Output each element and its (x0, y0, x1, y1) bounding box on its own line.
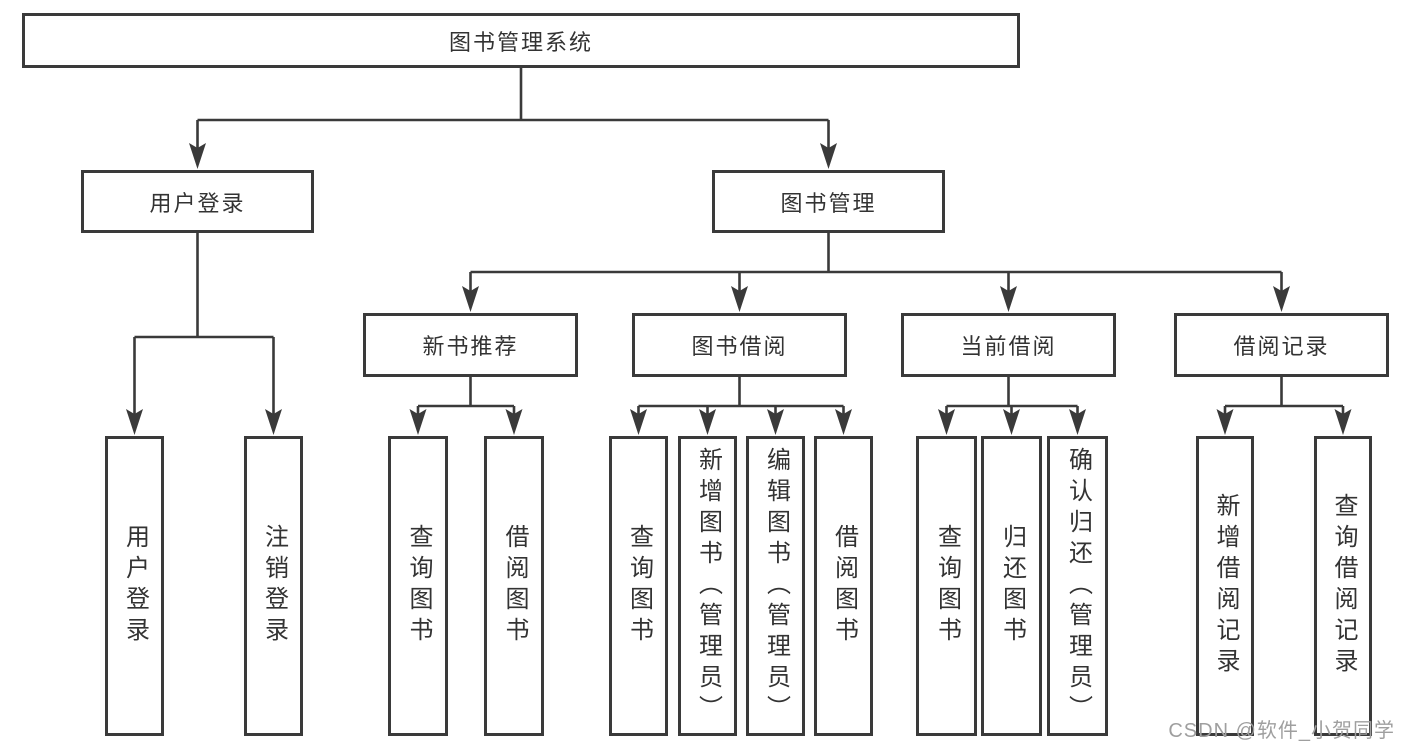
node-book-borrowing-label: 图书借阅 (691, 334, 788, 359)
node-current-borrowing: 当前借阅 (901, 313, 1116, 377)
node-leaf-query-books-2-label: 查询图书 (625, 524, 653, 648)
node-leaf-query-books-2: 查询图书 (609, 436, 668, 736)
node-leaf-add-books-admin-label: 新增图书（管理员） (694, 446, 722, 726)
node-new-book-recommend-label: 新书推荐 (422, 334, 519, 359)
node-leaf-edit-books-admin: 编辑图书（管理员） (746, 436, 805, 736)
node-leaf-edit-books-admin-label: 编辑图书（管理员） (762, 446, 790, 726)
node-root-label: 图书管理系统 (448, 29, 593, 55)
node-book-borrowing: 图书借阅 (632, 313, 847, 377)
node-leaf-query-books-3: 查询图书 (916, 436, 977, 736)
node-leaf-query-books-1-label: 查询图书 (405, 524, 432, 648)
node-leaf-add-borrow-record: 新增借阅记录 (1196, 436, 1254, 736)
node-borrowing-records: 借阅记录 (1174, 313, 1389, 377)
node-book-management-label: 图书管理 (780, 190, 877, 216)
node-user-login: 用户登录 (81, 170, 314, 233)
node-leaf-return-books-label: 归还图书 (998, 524, 1026, 648)
node-leaf-query-borrow-record-label: 查询借阅记录 (1330, 493, 1357, 679)
node-leaf-add-books-admin: 新增图书（管理员） (678, 436, 737, 736)
node-leaf-logout-label: 注销登录 (260, 524, 288, 648)
node-new-book-recommend: 新书推荐 (363, 313, 578, 377)
node-leaf-borrow-books-2: 借阅图书 (814, 436, 873, 736)
node-leaf-confirm-return-admin: 确认归还（管理员） (1047, 436, 1108, 736)
node-leaf-query-books-1: 查询图书 (388, 436, 448, 736)
node-borrowing-records-label: 借阅记录 (1233, 334, 1330, 359)
node-leaf-confirm-return-admin-label: 确认归还（管理员） (1064, 446, 1092, 726)
node-leaf-user-login: 用户登录 (105, 436, 164, 736)
node-root: 图书管理系统 (22, 13, 1020, 68)
node-leaf-add-borrow-record-label: 新增借阅记录 (1212, 493, 1239, 679)
node-book-management: 图书管理 (712, 170, 945, 233)
csdn-watermark: CSDN @软件_小贺同学 (1168, 720, 1395, 742)
node-leaf-user-login-label: 用户登录 (121, 524, 149, 648)
node-leaf-return-books: 归还图书 (981, 436, 1042, 736)
node-current-borrowing-label: 当前借阅 (960, 334, 1057, 359)
node-user-login-label: 用户登录 (149, 190, 246, 216)
node-leaf-logout: 注销登录 (244, 436, 303, 736)
node-leaf-query-borrow-record: 查询借阅记录 (1314, 436, 1372, 736)
node-leaf-borrow-books-2-label: 借阅图书 (830, 524, 858, 648)
node-leaf-query-books-3-label: 查询图书 (933, 524, 961, 648)
node-leaf-borrow-books-1-label: 借阅图书 (501, 524, 528, 648)
node-leaf-borrow-books-1: 借阅图书 (484, 436, 544, 736)
